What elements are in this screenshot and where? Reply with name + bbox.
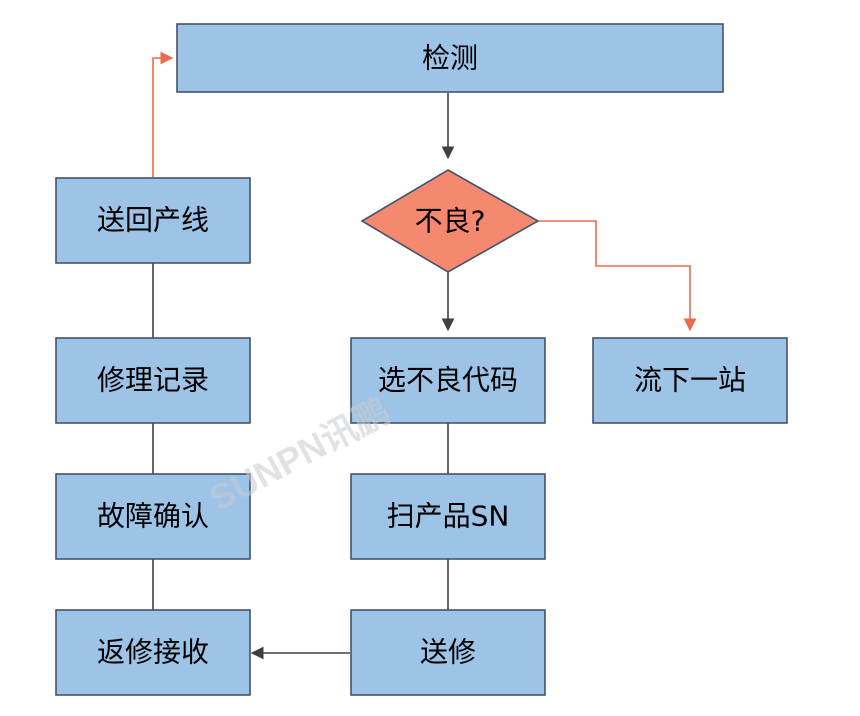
node-repair-record-label: 修理记录: [97, 364, 209, 397]
node-send-repair-label: 送修: [420, 636, 476, 669]
node-next-station: 流下一站: [592, 337, 788, 424]
node-inspect-label: 检测: [422, 42, 478, 75]
node-scan-product-sn: 扫产品SN: [350, 473, 546, 560]
node-defect-check-label: 不良?: [415, 205, 486, 238]
node-send-back-line: 送回产线: [55, 177, 251, 264]
node-fault-confirm-label: 故障确认: [97, 500, 209, 533]
node-scan-product-sn-label: 扫产品SN: [387, 500, 510, 533]
node-inspect: 检测: [176, 23, 724, 93]
node-select-defect-code: 选不良代码: [350, 337, 546, 424]
node-repair-receive-label: 返修接收: [97, 636, 209, 669]
node-defect-check: 不良?: [360, 169, 540, 273]
node-send-repair: 送修: [350, 609, 546, 696]
node-send-back-line-label: 送回产线: [97, 204, 209, 237]
node-select-defect-code-label: 选不良代码: [378, 364, 518, 397]
node-repair-receive: 返修接收: [55, 609, 251, 696]
node-repair-record: 修理记录: [55, 337, 251, 424]
node-fault-confirm: 故障确认: [55, 473, 251, 560]
edge-send-back-to-inspect: [152, 51, 174, 178]
node-next-station-label: 流下一站: [634, 364, 746, 397]
edge-defect-to-next-station: [538, 220, 697, 332]
